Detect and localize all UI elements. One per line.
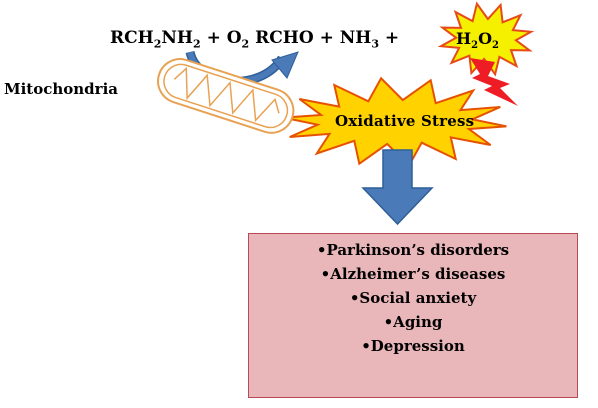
disorder-item: •Alzheimer’s diseases (320, 265, 506, 283)
disorders-box: •Parkinson’s disorders •Alzheimer’s dise… (248, 233, 578, 398)
disorder-item: •Parkinson’s disorders (316, 241, 510, 259)
disorder-item: •Aging (383, 313, 443, 331)
reaction-equation: RCH2NH2 + O2 RCHO + NH3 + (110, 28, 400, 51)
disorder-item: •Social anxiety (349, 289, 477, 307)
oxidative-stress-label: Oxidative Stress (335, 112, 475, 130)
down-arrow-icon (361, 149, 434, 226)
mitochondria-label: Mitochondria (4, 80, 118, 98)
lightning-bolt-icon (470, 58, 518, 106)
mitochondria-icon (157, 58, 295, 134)
disorder-item: •Depression (361, 337, 465, 355)
hydrogen-peroxide-label: H2O2 (456, 29, 499, 52)
explosion-burst-icon (437, 1, 535, 77)
